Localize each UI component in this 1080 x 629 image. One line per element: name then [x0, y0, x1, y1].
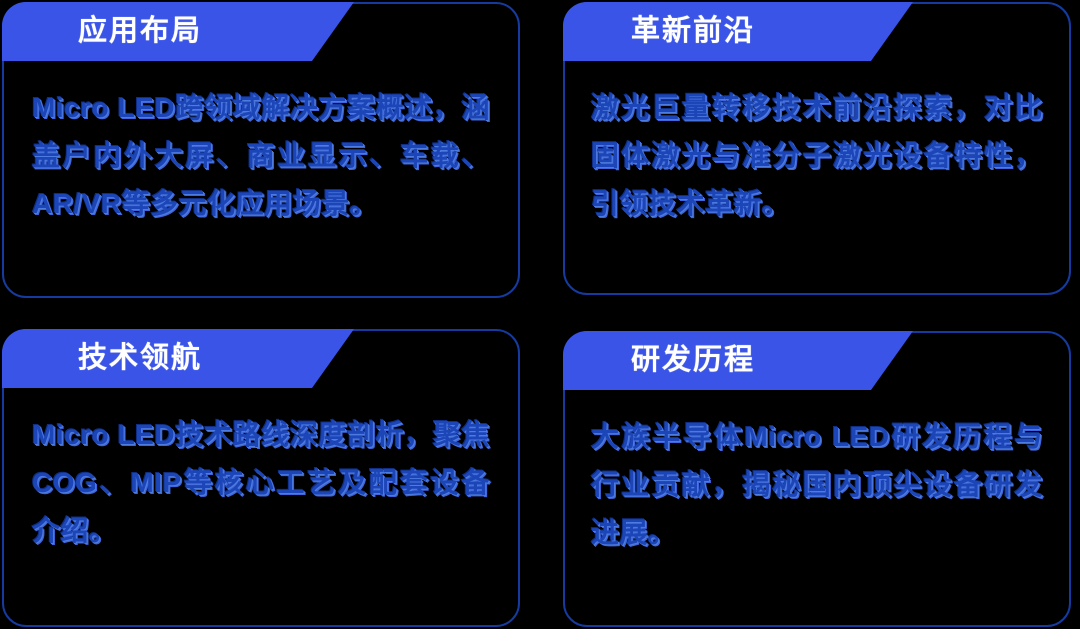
card-banner-innovation-frontier: 革新前沿 [563, 2, 913, 61]
card-banner-rnd-history: 研发历程 [563, 331, 913, 390]
card-title-application-layout: 应用布局 [78, 15, 203, 47]
card-innovation-frontier[interactable]: 革新前沿 激光巨量转移技术前沿探索，对比固体激光与准分子激光设备特性，引领技术革… [563, 2, 1071, 295]
card-banner-technology-navigation: 技术领航 [2, 329, 354, 388]
card-rnd-history[interactable]: 研发历程 大族半导体Micro LED研发历程与行业贡献，揭秘国内顶尖设备研发进… [563, 331, 1071, 627]
card-title-technology-navigation: 技术领航 [78, 342, 203, 374]
card-body-rnd-history: 大族半导体Micro LED研发历程与行业贡献，揭秘国内顶尖设备研发进展。 [591, 421, 1043, 548]
card-banner-application-layout: 应用布局 [2, 2, 354, 61]
card-title-innovation-frontier: 革新前沿 [631, 15, 756, 47]
card-body-innovation-frontier: 激光巨量转移技术前沿探索，对比固体激光与准分子激光设备特性，引领技术革新。 [591, 92, 1043, 219]
card-application-layout[interactable]: 应用布局 Micro LED跨领域解决方案概述，涵盖户内外大屏、商业显示、车载、… [2, 2, 520, 298]
card-title-rnd-history: 研发历程 [631, 344, 756, 376]
card-body-application-layout: Micro LED跨领域解决方案概述，涵盖户内外大屏、商业显示、车载、AR/VR… [32, 92, 490, 219]
card-body-technology-navigation: Micro LED技术路线深度剖析，聚焦COG、MIP等核心工艺及配套设备介绍。 [32, 419, 490, 546]
card-technology-navigation[interactable]: 技术领航 Micro LED技术路线深度剖析，聚焦COG、MIP等核心工艺及配套… [2, 329, 520, 627]
